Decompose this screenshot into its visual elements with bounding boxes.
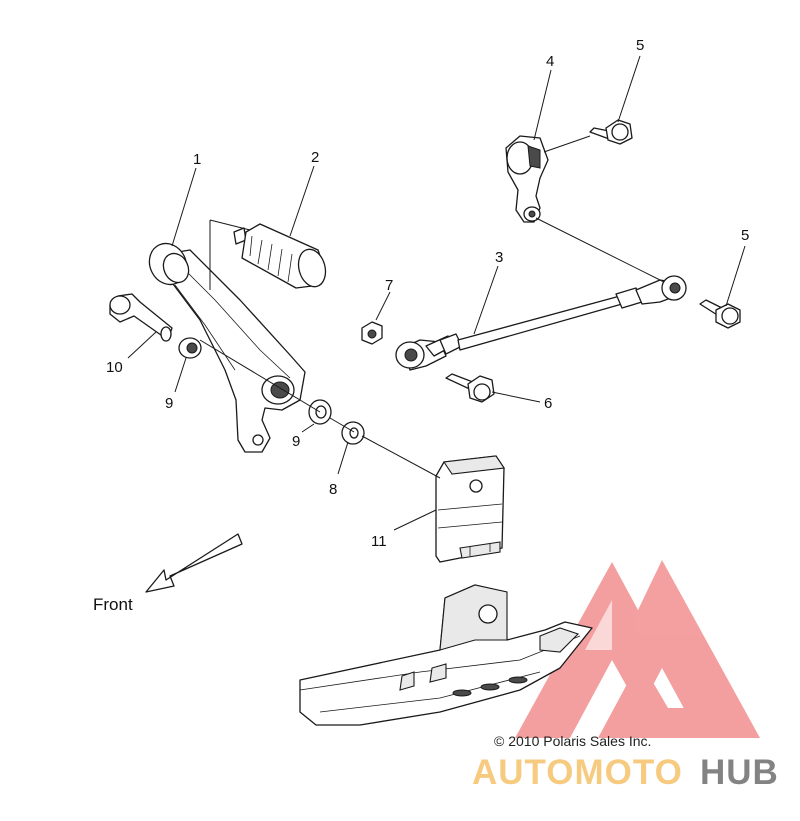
callout-6: 6 [544,395,552,412]
watermark-text-b: HUB [700,753,779,792]
callout-5-top: 5 [636,37,644,54]
callout-9-right: 9 [292,433,300,450]
shift-linkage-rod [395,275,687,371]
callout-3: 3 [495,249,503,266]
watermark-logo [515,560,760,738]
copyright-notice: © 2010 Polaris Sales Inc. [494,733,651,749]
callout-4: 4 [546,53,554,70]
bolt-rod-end [445,373,495,403]
bolt-rod-end-rear [699,299,741,329]
callout-2: 2 [311,149,319,166]
front-label: Front [93,595,133,614]
shift-lever [148,242,306,453]
callout-8: 8 [329,481,337,498]
watermark-text-a: AUTOMOTO [472,753,683,792]
callout-5-right: 5 [741,227,749,244]
transmission-arm [505,135,549,223]
callout-11: 11 [371,533,387,550]
leader-lines [127,55,746,531]
callout-9-left: 9 [165,395,173,412]
shift-peg-rubber [233,223,327,289]
callout-10: 10 [106,359,123,376]
mount-bracket [435,455,505,563]
footrest-frame [299,584,593,726]
bolt-arm [589,119,633,145]
callout-1: 1 [193,151,201,168]
washer-left [178,337,202,359]
nut [361,321,383,345]
front-arrow-icon [145,533,243,593]
callout-7: 7 [385,277,393,294]
pivot-bolt [109,293,173,342]
washer-large [341,421,365,445]
